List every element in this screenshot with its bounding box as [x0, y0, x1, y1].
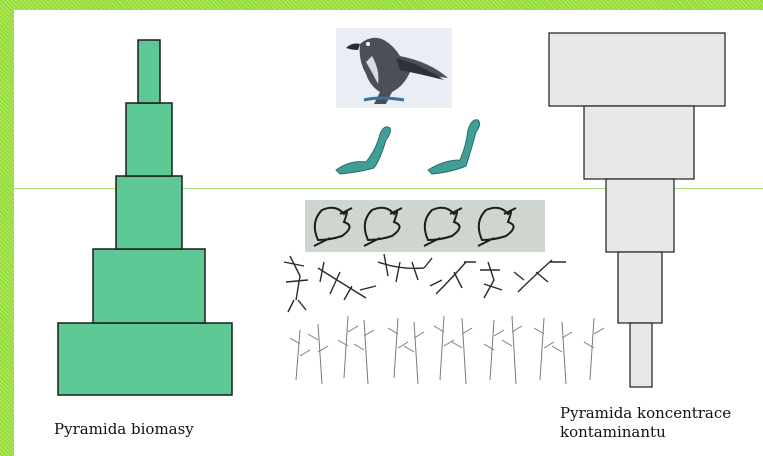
frog-icon — [305, 200, 545, 252]
biomass-level-5 — [138, 40, 160, 103]
snake-icon — [336, 120, 480, 174]
insect-icon — [284, 254, 566, 312]
contaminant-level-5 — [630, 323, 652, 387]
plant-icon — [290, 316, 604, 384]
biomass-pyramid-caption: Pyramida biomasy — [54, 420, 194, 439]
contaminant-caption-line-2: kontaminantu — [560, 423, 731, 442]
biomass-level-1 — [58, 323, 232, 395]
biomass-pyramid — [58, 40, 232, 395]
biomass-level-4 — [126, 103, 172, 176]
biomass-level-2 — [93, 249, 205, 323]
contaminant-level-3 — [606, 179, 674, 252]
contaminant-level-2 — [584, 106, 694, 179]
contaminant-pyramid — [549, 33, 725, 387]
biomass-level-3 — [116, 176, 182, 249]
contaminant-level-1 — [549, 33, 725, 106]
contaminant-caption-line-1: Pyramida koncentrace — [560, 404, 731, 423]
contaminant-pyramid-caption: Pyramida koncentrace kontaminantu — [560, 404, 731, 442]
contaminant-level-4 — [618, 252, 662, 323]
falcon-icon — [336, 28, 452, 108]
